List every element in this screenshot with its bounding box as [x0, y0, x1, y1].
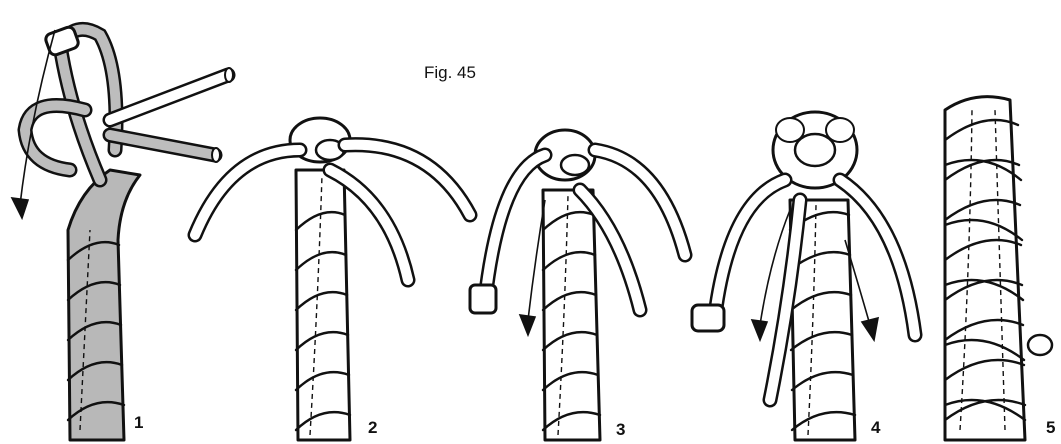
step-4-label: 4: [871, 418, 880, 438]
step-5-label: 5: [1046, 418, 1055, 438]
step-1-label: 1: [134, 413, 143, 433]
step-2-drawing: [195, 118, 470, 440]
step-5-drawing: [945, 97, 1052, 440]
step-3-drawing: [470, 130, 685, 440]
figure-title: Fig. 45: [424, 63, 476, 83]
step-4-drawing: [692, 112, 915, 440]
step-3-label: 3: [616, 420, 625, 440]
step-2-label: 2: [368, 418, 377, 438]
